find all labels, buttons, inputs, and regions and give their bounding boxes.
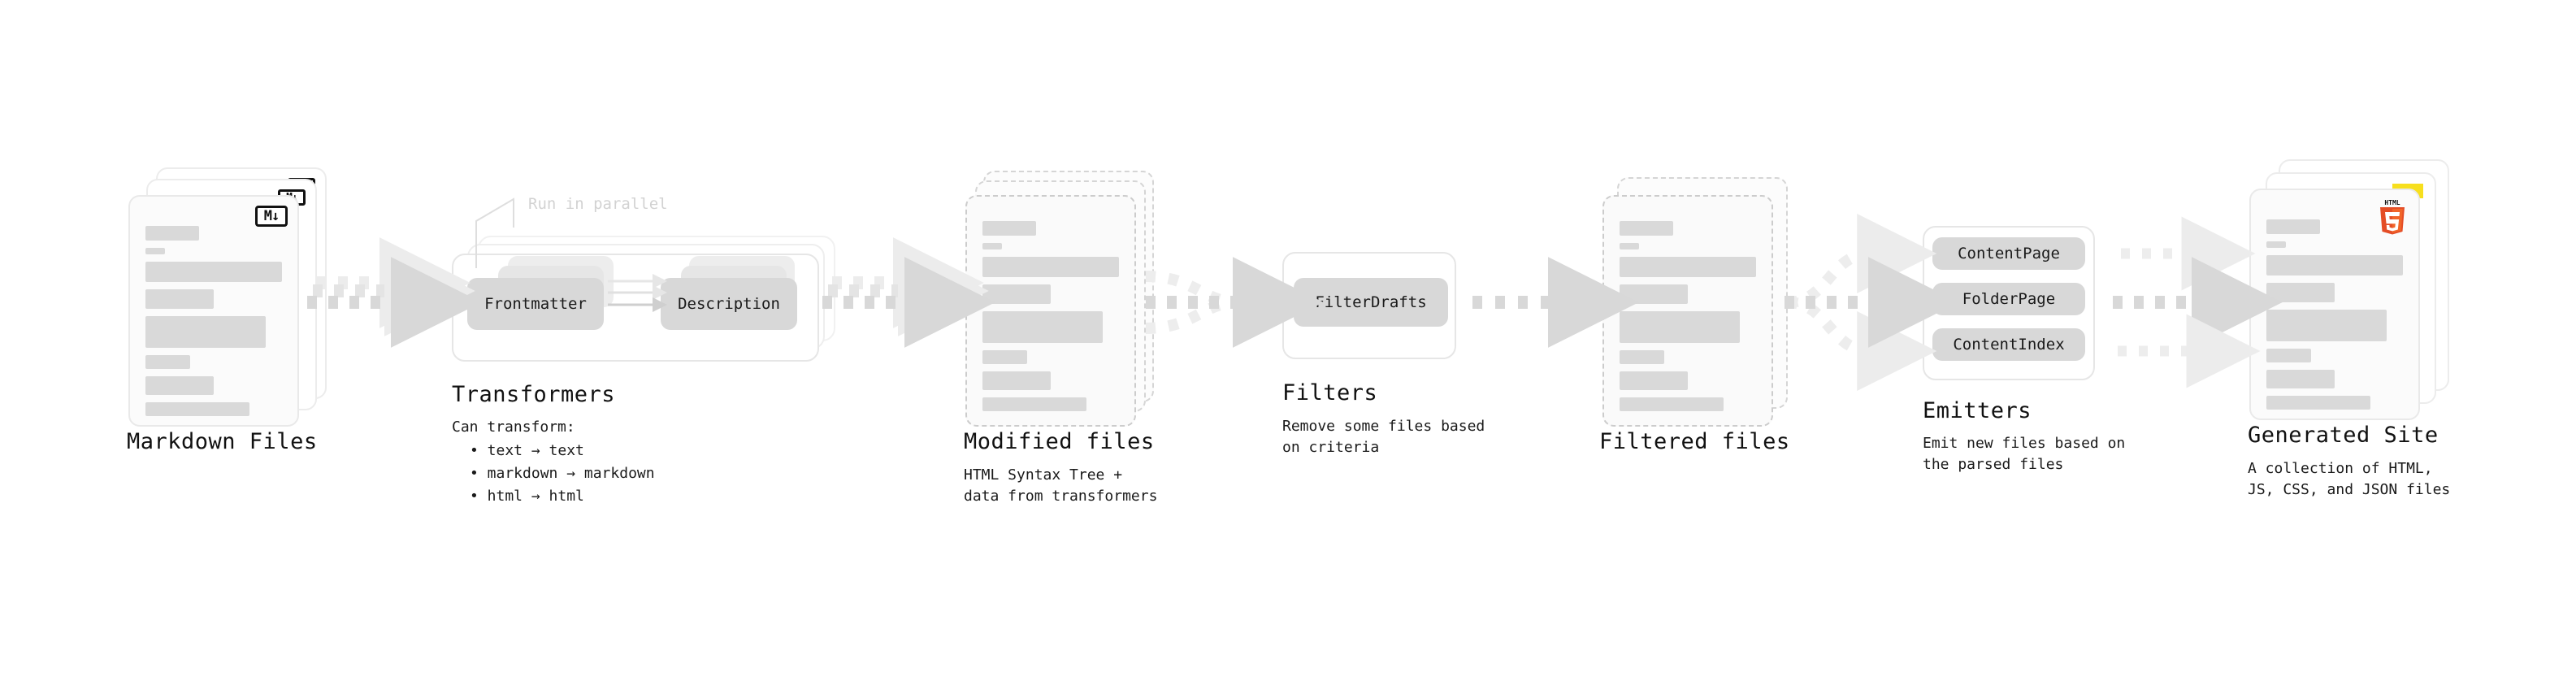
page-title-modified-files: Modified files: [964, 429, 1155, 454]
modified-document: [965, 195, 1136, 427]
page-title-transformers: Transformers: [452, 382, 616, 407]
filtered-document: [1602, 195, 1773, 427]
generated-site-subtitle: A collection of HTML, JS, CSS, and JSON …: [2248, 460, 2451, 499]
document-content-lines: [982, 221, 1119, 419]
transformers-bullet-1: • markdown → markdown: [470, 465, 655, 482]
run-in-parallel-note: Run in parallel: [528, 195, 668, 213]
filters-subtitle: Remove some files based on criteria: [1282, 418, 1485, 457]
document-content-lines: [1620, 221, 1756, 419]
connector-modified-to-filters: [1145, 257, 1324, 348]
page-title-filtered-files: Filtered files: [1599, 429, 1790, 454]
emitter-pill-contentpage[interactable]: ContentPage: [1932, 237, 2085, 270]
svg-text:HTML: HTML: [2384, 199, 2400, 206]
transformers-bullet-2: • html → html: [470, 488, 584, 505]
emitter-pill-folderpage[interactable]: FolderPage: [1932, 283, 2085, 315]
document-content-lines: [2266, 219, 2403, 417]
page-title-markdown-files: Markdown Files: [127, 429, 318, 454]
page-title-filters: Filters: [1282, 380, 1378, 406]
filter-pill-filterdrafts[interactable]: FilterDrafts: [1294, 278, 1448, 327]
generated-site-document: HTML: [2249, 189, 2420, 420]
document-content-lines: [145, 226, 282, 423]
transformers-subtitle: Can transform:: [452, 419, 575, 436]
transformer-pill-description[interactable]: Description: [661, 278, 797, 330]
emitters-subtitle: Emit new files based on the parsed files: [1923, 435, 2126, 474]
modified-files-subtitle: HTML Syntax Tree + data from transformer…: [964, 466, 1158, 505]
emitter-pill-contentindex[interactable]: ContentIndex: [1932, 328, 2085, 361]
html5-icon: HTML: [2376, 197, 2409, 235]
connector-emitters-to-site: [2113, 216, 2283, 388]
markdown-badge: M↓: [255, 206, 288, 227]
page-title-generated-site: Generated Site: [2248, 423, 2439, 448]
connector-filtered-to-emitters: [1785, 214, 1959, 391]
markdown-document: M↓: [128, 195, 299, 427]
transformers-bullet-0: • text → text: [470, 442, 584, 459]
transformer-pill-frontmatter[interactable]: Frontmatter: [467, 278, 604, 330]
connector-transformers-to-modified: [822, 237, 995, 348]
page-title-emitters: Emitters: [1923, 398, 2032, 423]
